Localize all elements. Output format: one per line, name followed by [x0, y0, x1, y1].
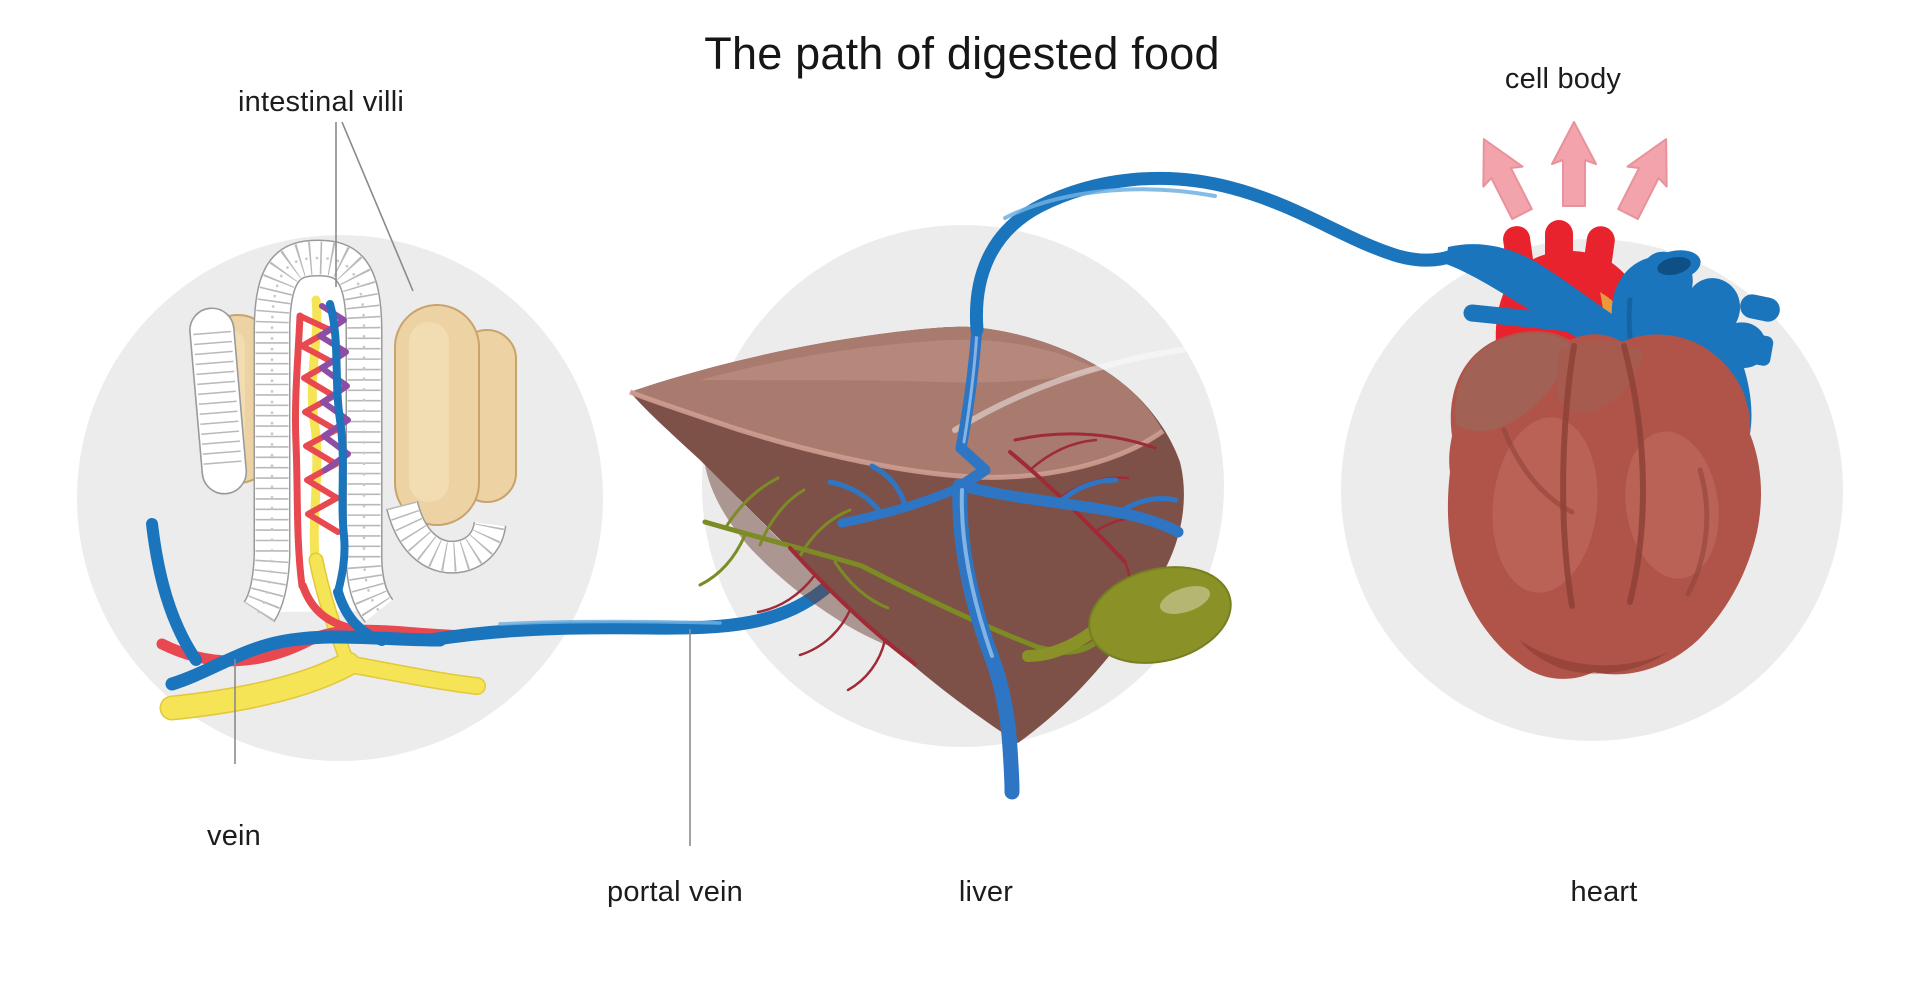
hepatic-artery-branch: [846, 638, 887, 692]
villi-leader-line-2: [341, 121, 414, 292]
villus-purple-capillaries: [317, 303, 351, 473]
heart-illustration: [1447, 304, 1762, 679]
vena-cava-stub: [1463, 304, 1597, 334]
epithelium-band: [387, 500, 505, 573]
liver-gloss-swoosh: [952, 340, 1351, 433]
arteriole: [291, 312, 306, 590]
diagram-title: The path of digested food: [704, 28, 1220, 79]
right-villus-epithelium-skirt: [385, 500, 507, 574]
lymph-left-branch: [161, 653, 359, 719]
label-portal-vein: portal vein: [607, 876, 743, 908]
lymph-vessels: [159, 552, 486, 721]
vessel-stub: [1734, 332, 1774, 366]
label-liver: liver: [958, 876, 1014, 908]
hepatic-vein-line: [969, 171, 1459, 337]
liver-rim-edge: [629, 389, 1165, 480]
villus-artery-capillaries: [291, 312, 341, 590]
epithelium-nuclei: [257, 256, 381, 614]
vein-highlight: [959, 488, 994, 658]
artery-branch: [299, 582, 359, 633]
portal-vein-highlight: [498, 619, 722, 626]
left-epithelium-villus: [189, 307, 248, 495]
bile-ducts: [698, 476, 1101, 655]
epithelium-cell-pattern: [193, 330, 243, 474]
heart-crease: [1560, 343, 1577, 609]
heart-crease: [1685, 467, 1710, 597]
bile-duct: [798, 508, 852, 558]
villus-venule: [326, 300, 349, 596]
gallbladder-gloss: [1159, 586, 1211, 614]
capillary-network-purple: [317, 303, 351, 473]
bile-duct: [724, 476, 780, 529]
venule-vessel: [326, 300, 349, 596]
villus-highlight: [409, 322, 449, 502]
label-vein: vein: [207, 820, 261, 852]
outflow-arrows: [1463, 121, 1687, 225]
heart-apex-shadow: [1520, 640, 1668, 674]
heart-body: [1447, 331, 1762, 679]
portal-branch: [869, 463, 908, 508]
outflow-arrow-left: [1463, 128, 1543, 225]
portal-branch: [837, 483, 963, 528]
gallbladder-body: [1088, 566, 1232, 664]
portal-branch: [1057, 477, 1119, 505]
lymph-right-branch: [340, 656, 485, 694]
outflow-arrow-right: [1607, 128, 1687, 225]
gallbladder: [1022, 566, 1232, 664]
heart-crease: [1621, 343, 1646, 605]
portal-branch: [827, 479, 883, 515]
portal-branch: [956, 480, 1184, 538]
bile-duct: [859, 563, 1043, 651]
leader-lines: [234, 121, 691, 846]
heart-crease: [1501, 427, 1575, 515]
bile-duct: [702, 519, 865, 569]
portal-branch: [1117, 496, 1179, 515]
bile-duct: [833, 560, 890, 610]
hepatic-artery-branch: [798, 608, 852, 657]
intestinal-villi-illustration: [146, 239, 517, 721]
label-intestinal-villi: intestinal villi: [238, 86, 404, 118]
outflow-arrow-center: [1551, 121, 1597, 207]
vein-highlight: [962, 328, 979, 444]
bile-duct: [758, 488, 806, 547]
hepatic-artery-branch: [788, 546, 917, 666]
vein-vessels: [146, 518, 447, 691]
heart-auricle: [1455, 333, 1572, 432]
bile-duct: [698, 533, 747, 587]
label-heart: heart: [1570, 876, 1638, 908]
label-cell-body: cell body: [1504, 63, 1622, 95]
heart-creases: [1501, 343, 1710, 609]
hepatic-vein-highlight: [1003, 187, 1217, 220]
vessel-opening: [1657, 256, 1691, 276]
liver-illustration: [629, 322, 1351, 800]
vessel-stub: [1740, 294, 1780, 322]
capillary-network-red: [297, 313, 341, 535]
portal-vein-highlights: [959, 328, 994, 658]
ventricle-highlight: [1625, 431, 1719, 579]
heart-upper-lobe: [1556, 340, 1644, 414]
hepatic-artery-branch: [1028, 438, 1098, 472]
hepatic-artery-branch: [756, 573, 817, 614]
vein-main: [165, 630, 447, 691]
vein-branch: [146, 518, 202, 666]
epithelium-capsule: [189, 307, 248, 495]
hepatic-artery-branch: [1013, 432, 1157, 450]
liver-top-highlight: [700, 339, 1098, 383]
gallbladder-neck: [1022, 626, 1098, 662]
